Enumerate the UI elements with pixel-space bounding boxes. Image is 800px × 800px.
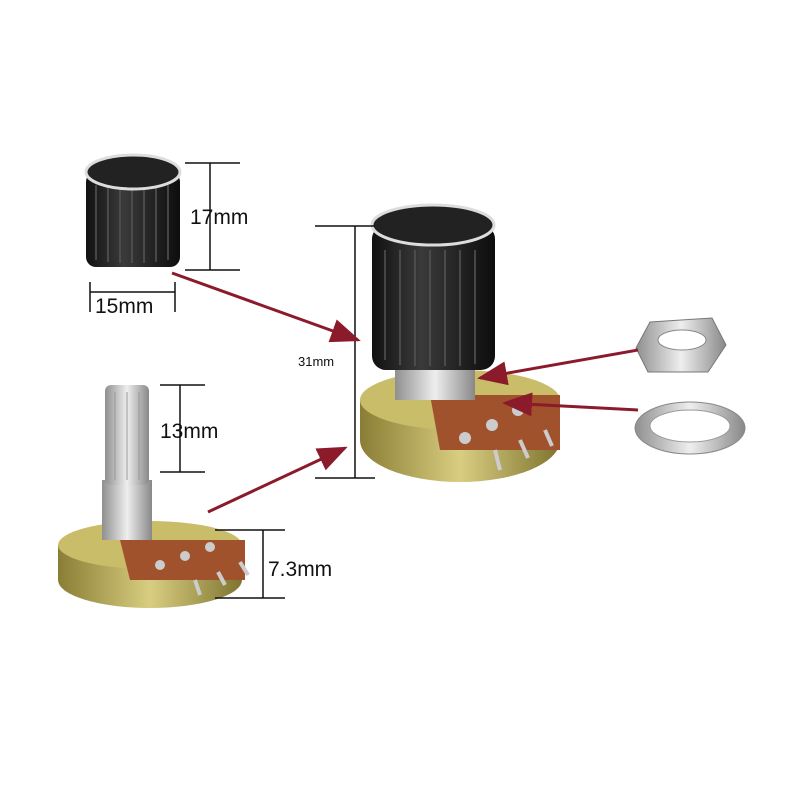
shaft-length-label: 13mm [160, 420, 219, 443]
washer [634, 401, 746, 455]
small-knob [84, 153, 182, 267]
knob-diameter-label: 15mm [95, 295, 154, 318]
potentiometer-with-knob [360, 203, 560, 482]
dimension-lines [89, 162, 375, 599]
body-height-label: 7.3mm [268, 558, 333, 581]
potentiometer [58, 385, 250, 608]
hex-nut [635, 317, 727, 373]
total-height-label: 31mm [298, 354, 335, 369]
knob-height-label: 17mm [190, 206, 249, 229]
pointer-arrows [171, 271, 639, 514]
